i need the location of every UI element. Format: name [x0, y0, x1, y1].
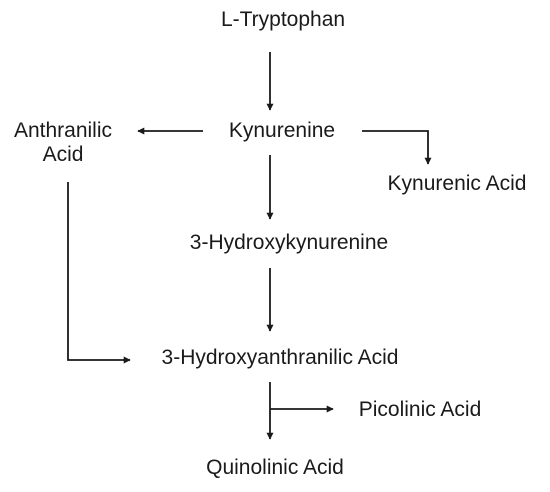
node-3-hydroxyanthranilic-acid: 3-Hydroxyanthranilic Acid [162, 346, 399, 370]
node-picolinic-acid-label: Picolinic Acid [358, 398, 482, 421]
node-3-hydroxykynurenine-label: 3-Hydroxykynurenine [189, 231, 389, 254]
node-l-tryptophan: L-Tryptophan [221, 8, 345, 32]
node-kynurenic-acid-label: Kynurenic Acid [387, 172, 527, 195]
node-kynurenic-acid: Kynurenic Acid [388, 172, 527, 196]
node-anthranilic-acid-label-line1: Anthranilic [13, 119, 113, 142]
node-picolinic-acid: Picolinic Acid [359, 398, 482, 422]
node-3-hydroxyanthranilic-acid-label: 3-Hydroxyanthranilic Acid [161, 346, 399, 369]
node-quinolinic-acid-label: Quinolinic Acid [206, 456, 344, 479]
node-kynurenine-label: Kynurenine [228, 119, 336, 142]
arrow-kynurenine-to-kynurenic-acid [362, 130, 432, 165]
node-kynurenine: Kynurenine [229, 119, 335, 143]
node-anthranilic-acid: Anthranilic Acid [14, 119, 112, 167]
node-anthranilic-acid-label-line2: Acid [42, 143, 84, 166]
node-3-hydroxykynurenine: 3-Hydroxykynurenine [190, 231, 388, 255]
node-l-tryptophan-label: L-Tryptophan [220, 8, 346, 31]
arrow-anthranilic-acid-to-3-hydroxyanthranilic-acid [67, 182, 131, 364]
node-quinolinic-acid: Quinolinic Acid [206, 456, 344, 480]
